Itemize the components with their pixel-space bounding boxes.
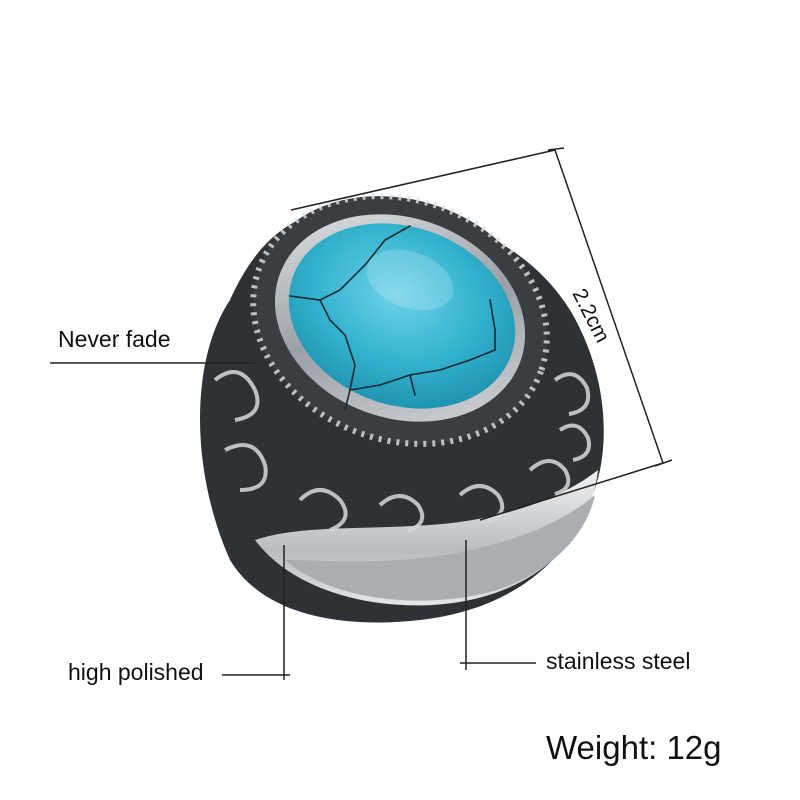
- dimension-bottom-extension: [479, 462, 664, 521]
- stainless-steel-label: stainless steel: [546, 648, 691, 674]
- turquoise-stone: [288, 223, 516, 411]
- dimension-top-extension: [290, 149, 556, 211]
- weight-label: Weight: 12g: [546, 729, 722, 766]
- never-fade-label: Never fade: [58, 326, 171, 352]
- high-polished-label: high polished: [68, 659, 204, 685]
- dimension-line: [554, 149, 664, 464]
- annotation-lines: [50, 147, 673, 680]
